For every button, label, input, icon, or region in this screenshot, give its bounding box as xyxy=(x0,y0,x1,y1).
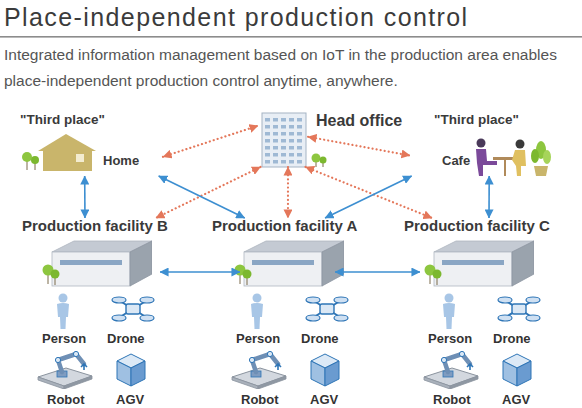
dotted-link-arrow xyxy=(308,137,410,156)
node-heading: Production facility C xyxy=(404,217,550,235)
node-label: Cafe xyxy=(442,153,470,169)
equipment-label: AGV xyxy=(502,392,530,407)
factory-icons xyxy=(43,241,535,286)
solid-link-arrow xyxy=(159,176,245,218)
solid-link-arrow xyxy=(84,176,86,218)
home-icon xyxy=(22,134,96,171)
page-title: Place-independent production control xyxy=(4,1,469,33)
equipment-label: Robot xyxy=(241,392,279,407)
third-place-node: "Third place" Home xyxy=(18,112,163,176)
dotted-link-arrow xyxy=(287,167,289,218)
solid-link-arrow xyxy=(160,271,240,273)
equipment-label: Person xyxy=(236,331,280,346)
node-heading: "Third place" xyxy=(434,112,519,128)
equipment-icons xyxy=(38,294,540,390)
equipment-label: Drone xyxy=(493,331,531,346)
cafe-scene xyxy=(476,139,551,177)
dotted-link-arrow xyxy=(163,126,258,157)
equipment-label: AGV xyxy=(310,392,338,407)
facility-node: Production facility C xyxy=(420,218,520,290)
solid-link-arrow xyxy=(488,176,490,218)
facility-node: Production facility B xyxy=(20,218,160,290)
node-label: Home xyxy=(103,153,139,169)
equipment-label: Person xyxy=(428,331,472,346)
dotted-link-arrow xyxy=(306,167,433,218)
solid-link-arrow xyxy=(325,176,412,218)
equipment-label: Drone xyxy=(107,331,145,346)
head-office-node: Head office xyxy=(258,112,308,167)
dotted-link-arrow xyxy=(156,167,261,218)
node-heading: "Third place" xyxy=(20,112,105,128)
solid-link-arrow xyxy=(335,271,420,273)
equipment-label: Person xyxy=(42,331,86,346)
facility-node: Production facility A xyxy=(240,218,335,290)
equipment-label: Robot xyxy=(47,392,85,407)
node-heading: Production facility B xyxy=(22,217,168,235)
equipment-label: Robot xyxy=(433,392,471,407)
equipment-label: AGV xyxy=(116,392,144,407)
node-heading: Head office xyxy=(316,111,402,130)
title-rule xyxy=(0,36,582,38)
page-caption: Integrated information management based … xyxy=(4,42,582,94)
node-heading: Production facility A xyxy=(212,217,357,235)
third-place-node: "Third place" Cafe xyxy=(410,112,575,176)
equipment-label: Drone xyxy=(301,331,339,346)
